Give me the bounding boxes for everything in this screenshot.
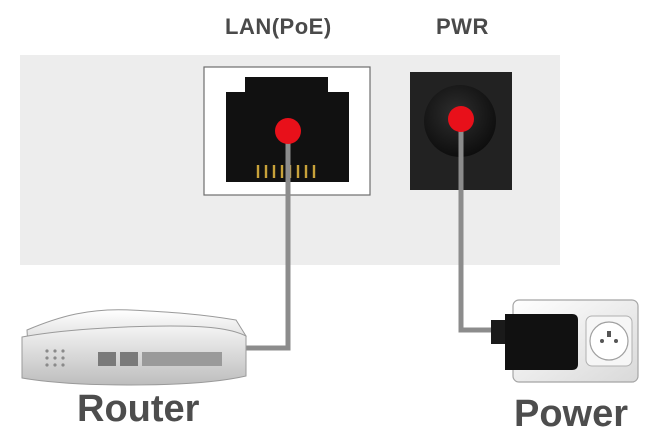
router-label: Router <box>77 388 200 430</box>
power-label: Power <box>514 393 629 435</box>
power-plug-icon <box>491 314 578 370</box>
pwr-connector-dot <box>448 106 474 132</box>
router-led-grid <box>45 349 65 367</box>
router-icon <box>21 309 247 386</box>
lan-poe-label: LAN(PoE) <box>225 14 332 39</box>
lan-connector-dot <box>275 118 301 144</box>
pwr-label: PWR <box>436 14 489 39</box>
power-cable <box>458 120 497 333</box>
ethernet-cable <box>238 131 291 351</box>
